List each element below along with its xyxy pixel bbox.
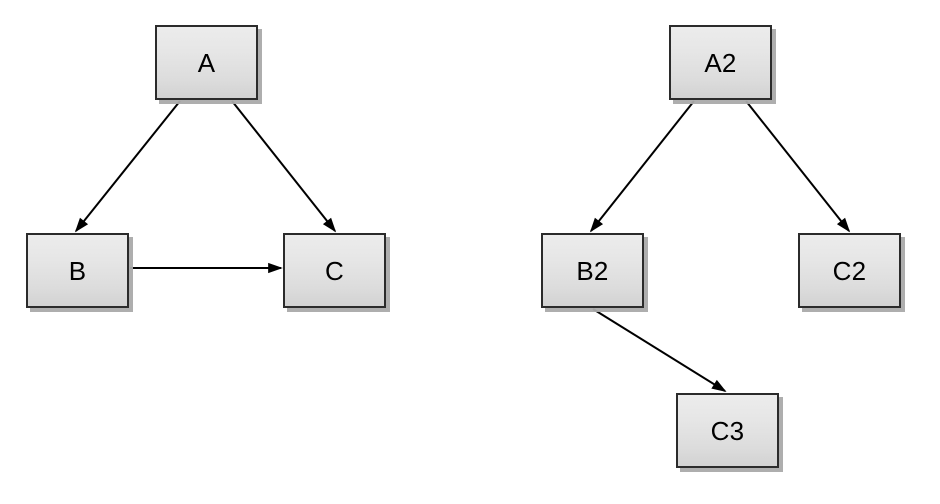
node-label-c2: C2 [832,255,867,286]
node-c2[interactable]: C2 [798,233,901,308]
edge-A2-to-B2[interactable] [590,100,695,232]
node-a2[interactable]: A2 [669,25,772,100]
node-c[interactable]: C [283,233,386,308]
arrowhead-A-C [322,217,337,233]
edge-A-to-B[interactable] [75,100,181,232]
arrowhead-A-B [74,217,89,233]
edge-A2-to-C2[interactable] [745,100,850,232]
node-c3[interactable]: C3 [676,393,779,468]
arrowhead-B-C [268,262,283,274]
node-label-b: B [68,255,87,286]
node-a[interactable]: A [155,25,258,100]
arrowhead-A2-B2 [589,217,604,233]
node-b2[interactable]: B2 [541,233,644,308]
arrowhead-A2-C2 [836,217,851,233]
edge-A-to-C[interactable] [231,100,336,232]
node-label-b2: B2 [576,255,609,286]
node-label-c3: C3 [710,415,745,446]
node-b[interactable]: B [26,233,129,308]
edge-B2-to-C3[interactable] [592,308,726,392]
arrowhead-B2-C3 [711,379,727,392]
node-label-a2: A2 [704,47,737,78]
node-label-c: C [325,255,344,286]
node-label-a: A [197,47,216,78]
